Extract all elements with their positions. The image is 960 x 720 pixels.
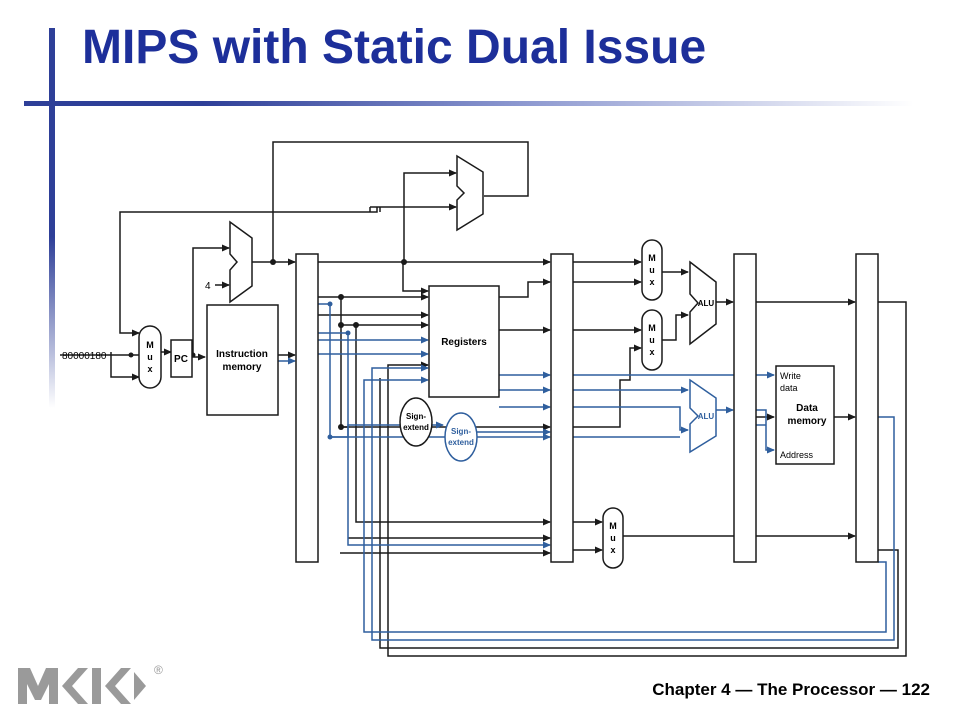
program-counter: PC xyxy=(170,339,193,378)
svg-text:Registers: Registers xyxy=(441,337,487,348)
alu-src-mux-b: M u x xyxy=(641,309,663,371)
pipeline-register-id-ex xyxy=(550,253,574,563)
alu-src-mux-a: M u x xyxy=(641,239,663,301)
alu-primary: ALU xyxy=(689,260,717,346)
svg-text:extend: extend xyxy=(448,438,474,447)
svg-text:x: x xyxy=(610,545,615,555)
svg-text:M: M xyxy=(648,253,656,263)
alu-second: ALU xyxy=(689,378,717,454)
junction-dots-blue xyxy=(327,301,351,440)
instruction-memory: Instruction memory xyxy=(206,304,279,416)
branch-adder xyxy=(456,154,484,232)
svg-text:u: u xyxy=(649,265,655,275)
accent-horizontal-bar xyxy=(24,101,914,106)
svg-text:Sign-: Sign- xyxy=(451,427,471,436)
constant-four: 4 xyxy=(205,281,211,292)
svg-text:M: M xyxy=(609,521,617,531)
junction-dots xyxy=(128,259,407,430)
svg-text:Instruction: Instruction xyxy=(216,349,268,360)
svg-text:Address: Address xyxy=(780,450,814,460)
svg-text:data: data xyxy=(780,383,798,393)
data-memory: Write data Data memory Address xyxy=(775,365,835,465)
accent-vertical-bar xyxy=(49,28,55,408)
svg-text:ALU: ALU xyxy=(698,299,715,308)
svg-text:Data: Data xyxy=(796,403,818,414)
svg-text:u: u xyxy=(649,335,655,345)
slide-title: MIPS with Static Dual Issue xyxy=(82,21,707,74)
pipeline-register-if-id xyxy=(295,253,319,563)
svg-text:u: u xyxy=(147,352,153,362)
svg-text:Write: Write xyxy=(780,371,801,381)
svg-text:u: u xyxy=(610,533,616,543)
svg-text:x: x xyxy=(649,347,654,357)
svg-text:extend: extend xyxy=(403,423,429,432)
pc-mux: M u x xyxy=(138,325,162,389)
slide-footer: Chapter 4 — The Processor — 122 xyxy=(652,680,930,699)
pipeline-register-ex-mem xyxy=(733,253,757,563)
svg-text:x: x xyxy=(649,277,654,287)
svg-text:M: M xyxy=(146,340,154,350)
register-file: Registers xyxy=(428,285,500,398)
svg-text:memory: memory xyxy=(223,362,262,373)
pc-adder xyxy=(229,220,253,304)
primary-issue-wires xyxy=(60,141,907,657)
pipeline-register-mem-wb xyxy=(855,253,879,563)
svg-text:memory: memory xyxy=(788,416,827,427)
svg-text:PC: PC xyxy=(174,354,188,365)
publisher-logo: ® xyxy=(18,663,163,704)
registered-mark: ® xyxy=(154,663,163,677)
sign-extend-unit: Sign- extend xyxy=(399,397,433,447)
sign-extend-unit-second: Sign- extend xyxy=(444,412,478,462)
svg-text:M: M xyxy=(648,323,656,333)
second-issue-wires xyxy=(278,303,895,641)
svg-text:x: x xyxy=(147,364,152,374)
svg-text:ALU: ALU xyxy=(698,412,715,421)
svg-text:Sign-: Sign- xyxy=(406,412,426,421)
writeback-mux: M u x xyxy=(602,507,624,569)
exception-address-label: 80000180 xyxy=(62,351,107,362)
